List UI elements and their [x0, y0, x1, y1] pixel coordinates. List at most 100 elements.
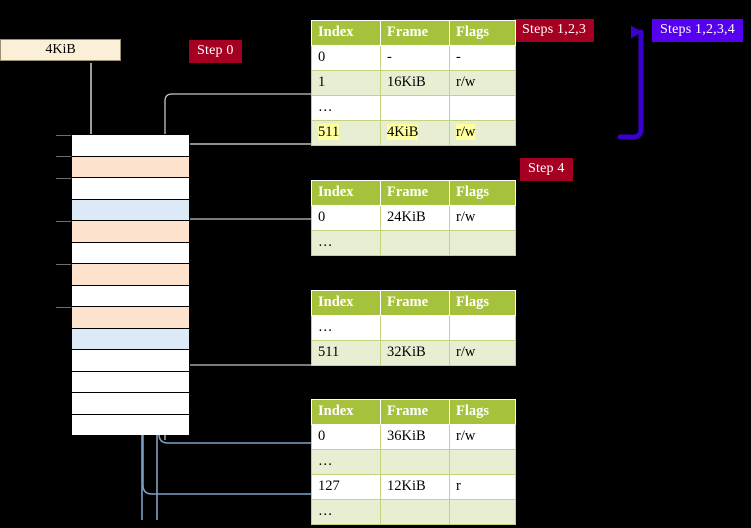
page-table-level-4: Index Frame Flags 0 - - 1 16KiB r/w … — [311, 20, 516, 146]
table-row: 0 - - — [311, 45, 516, 71]
table-row: 127 12KiB r — [311, 474, 516, 500]
cell-flags: r/w — [449, 205, 516, 231]
cell-index: … — [311, 95, 381, 121]
column-header-frame: Frame — [380, 20, 450, 46]
virtual-page-4kib-box: 4KiB — [0, 39, 121, 61]
cell-flags: - — [449, 45, 516, 71]
cell-flags — [449, 449, 516, 475]
badge-step-0: Step 0 — [189, 40, 242, 63]
cell-frame — [380, 499, 450, 525]
memory-row — [72, 328, 189, 350]
table-row: … — [311, 449, 516, 475]
table-header-row: Index Frame Flags — [311, 290, 516, 316]
memory-row — [72, 285, 189, 307]
memory-tick — [56, 221, 71, 222]
cell-index: … — [311, 499, 381, 525]
cell-flags: r/w — [449, 340, 516, 366]
cell-index: … — [311, 315, 381, 341]
cell-frame — [380, 230, 450, 256]
wire-l3-row0-to-memory — [180, 218, 311, 252]
column-header-frame: Frame — [380, 180, 450, 206]
memory-row — [72, 178, 189, 200]
table-header-row: Index Frame Flags — [311, 399, 516, 425]
column-header-index: Index — [311, 180, 381, 206]
memory-row — [72, 135, 189, 157]
cell-frame: 4KiB — [380, 120, 450, 146]
table-row-highlighted: 511 4KiB r/w — [311, 120, 516, 146]
cell-index: … — [311, 230, 381, 256]
cell-flags: r/w — [449, 70, 516, 96]
memory-tick — [56, 178, 71, 179]
table-row: … — [311, 95, 516, 121]
cell-frame — [380, 449, 450, 475]
badge-step-4: Step 4 — [520, 158, 573, 181]
physical-memory-column — [71, 134, 190, 435]
cell-flags-text: r/w — [456, 124, 476, 140]
column-header-flags: Flags — [449, 180, 516, 206]
page-table-level-3: Index Frame Flags 0 24KiB r/w … — [311, 180, 516, 256]
cell-flags: r/w — [449, 424, 516, 450]
memory-row — [72, 221, 189, 243]
memory-row — [72, 199, 189, 221]
cell-index: … — [311, 449, 381, 475]
table-row: 1 16KiB r/w — [311, 70, 516, 96]
cell-index-text: 511 — [318, 124, 340, 140]
cell-index: 127 — [311, 474, 381, 500]
table-row: … — [311, 230, 516, 256]
cell-index: 511 — [311, 120, 381, 146]
column-header-index: Index — [311, 20, 381, 46]
cell-frame: - — [380, 45, 450, 71]
table-row: 511 32KiB r/w — [311, 340, 516, 366]
column-header-index: Index — [311, 399, 381, 425]
column-header-flags: Flags — [449, 399, 516, 425]
cell-frame: 24KiB — [380, 205, 450, 231]
cell-index: 0 — [311, 205, 381, 231]
memory-row — [72, 414, 189, 435]
cell-flags — [449, 230, 516, 256]
wire-hook-a — [177, 143, 311, 160]
column-header-frame: Frame — [380, 399, 450, 425]
cell-frame: 12KiB — [380, 474, 450, 500]
table-header-row: Index Frame Flags — [311, 180, 516, 206]
memory-row — [72, 242, 189, 264]
page-table-level-2: Index Frame Flags … 511 32KiB r/w — [311, 290, 516, 366]
cell-index: 0 — [311, 424, 381, 450]
table-row: 0 36KiB r/w — [311, 424, 516, 450]
badge-steps-1234: Steps 1,2,3,4 — [652, 19, 743, 42]
cell-frame: 16KiB — [380, 70, 450, 96]
column-header-index: Index — [311, 290, 381, 316]
badge-steps-123: Steps 1,2,3 — [514, 19, 595, 42]
memory-row — [72, 156, 189, 178]
cell-frame — [380, 315, 450, 341]
table-row: … — [311, 315, 516, 341]
table-header-row: Index Frame Flags — [311, 20, 516, 46]
table-row: 0 24KiB r/w — [311, 205, 516, 231]
memory-tick — [56, 135, 71, 136]
cell-flags — [449, 499, 516, 525]
wire-l2-511-to-memory — [172, 288, 311, 366]
wire-l4-511-to-memory — [170, 143, 311, 250]
cell-flags — [449, 95, 516, 121]
cell-index: 1 — [311, 70, 381, 96]
column-header-flags: Flags — [449, 290, 516, 316]
memory-row — [72, 393, 189, 415]
cell-frame: 36KiB — [380, 424, 450, 450]
memory-row — [72, 371, 189, 393]
memory-tick — [56, 264, 71, 265]
purple-bracket-arrow — [617, 25, 644, 140]
cell-frame: 32KiB — [380, 340, 450, 366]
cell-frame-text: 4KiB — [387, 124, 419, 140]
cell-frame — [380, 95, 450, 121]
cell-flags — [449, 315, 516, 341]
memory-row — [72, 350, 189, 372]
column-header-frame: Frame — [380, 290, 450, 316]
memory-tick — [56, 156, 71, 157]
cell-flags: r/w — [449, 120, 516, 146]
memory-tick — [56, 307, 71, 308]
cell-index: 511 — [311, 340, 381, 366]
memory-row — [72, 307, 189, 329]
column-header-flags: Flags — [449, 20, 516, 46]
cell-flags: r — [449, 474, 516, 500]
memory-row — [72, 264, 189, 286]
